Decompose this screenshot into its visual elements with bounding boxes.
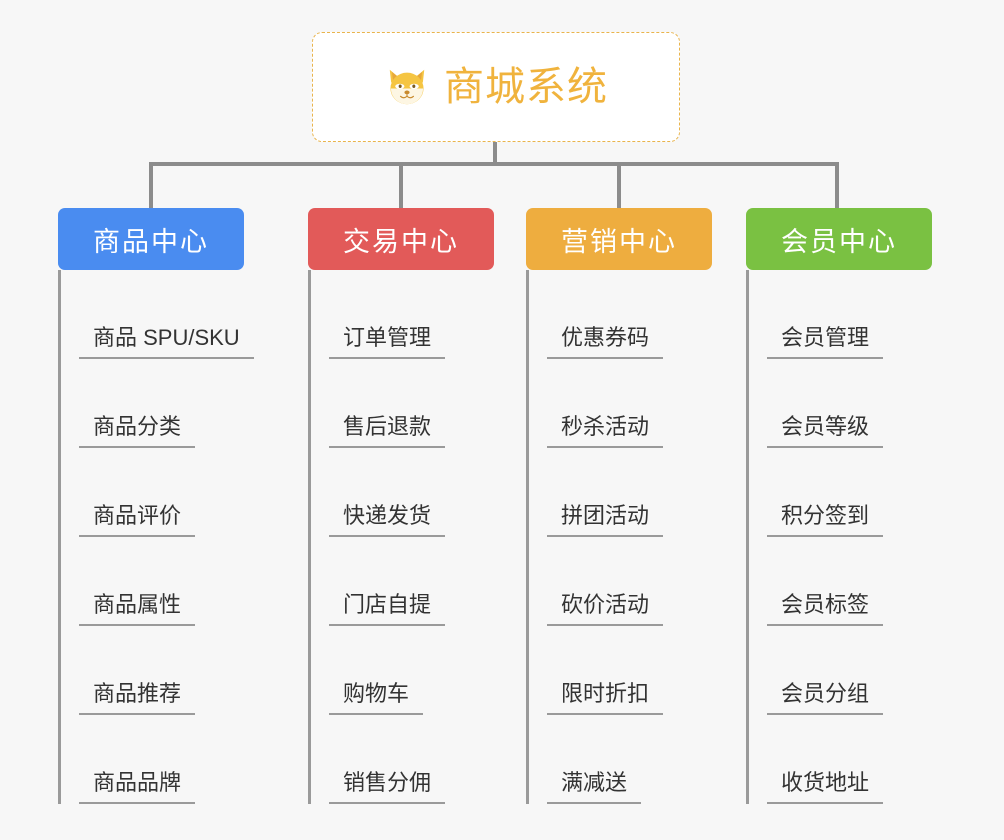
root-node-mall-system[interactable]: 商城系统 bbox=[312, 32, 680, 142]
leaf-label: 会员等级 bbox=[767, 414, 884, 448]
leaf-item[interactable]: 商品 SPU/SKU bbox=[79, 270, 254, 359]
leaf-item[interactable]: 订单管理 bbox=[329, 270, 494, 359]
leaf-label: 砍价活动 bbox=[547, 592, 664, 626]
leaf-item[interactable]: 积分签到 bbox=[767, 448, 932, 537]
leaf-label: 订单管理 bbox=[329, 325, 446, 359]
leaf-label: 商品 SPU/SKU bbox=[79, 325, 254, 359]
branch-header-member-center[interactable]: 会员中心 bbox=[746, 208, 932, 270]
connector-branch-vertical-3 bbox=[617, 162, 621, 210]
leaf-item[interactable]: 优惠券码 bbox=[547, 270, 712, 359]
leaf-label: 购物车 bbox=[329, 681, 424, 715]
leaf-label: 满减送 bbox=[547, 770, 642, 804]
leaf-item[interactable]: 收货地址 bbox=[767, 715, 932, 804]
leaf-label: 限时折扣 bbox=[547, 681, 664, 715]
leaf-item[interactable]: 商品分类 bbox=[79, 359, 244, 448]
leaf-item[interactable]: 商品品牌 bbox=[79, 715, 244, 804]
leaf-list-marketing-center: 优惠券码 秒杀活动 拼团活动 砍价活动 限时折扣 满减送 bbox=[526, 270, 712, 804]
leaf-label: 拼团活动 bbox=[547, 503, 664, 537]
leaf-item[interactable]: 购物车 bbox=[329, 626, 494, 715]
leaf-item[interactable]: 会员分组 bbox=[767, 626, 932, 715]
leaf-label: 商品分类 bbox=[79, 414, 196, 448]
leaf-item[interactable]: 销售分佣 bbox=[329, 715, 494, 804]
leaf-item[interactable]: 商品推荐 bbox=[79, 626, 244, 715]
leaf-item[interactable]: 会员管理 bbox=[767, 270, 932, 359]
leaf-label: 会员管理 bbox=[767, 325, 884, 359]
leaf-list-trade-center: 订单管理 售后退款 快递发货 门店自提 购物车 销售分佣 bbox=[308, 270, 494, 804]
root-title: 商城系统 bbox=[444, 65, 608, 109]
leaf-label: 商品属性 bbox=[79, 592, 196, 626]
leaf-item[interactable]: 快递发货 bbox=[329, 448, 494, 537]
leaf-label: 优惠券码 bbox=[547, 325, 664, 359]
leaf-label: 会员分组 bbox=[767, 681, 884, 715]
leaf-label: 售后退款 bbox=[329, 414, 446, 448]
branch-column-product-center: 商品中心 商品 SPU/SKU 商品分类 商品评价 商品属性 商品推荐 商品品牌 bbox=[58, 208, 254, 804]
leaf-item[interactable]: 满减送 bbox=[547, 715, 712, 804]
branch-header-marketing-center[interactable]: 营销中心 bbox=[526, 208, 712, 270]
leaf-item[interactable]: 商品属性 bbox=[79, 537, 244, 626]
leaf-label: 秒杀活动 bbox=[547, 414, 664, 448]
leaf-item[interactable]: 秒杀活动 bbox=[547, 359, 712, 448]
leaf-list-member-center: 会员管理 会员等级 积分签到 会员标签 会员分组 收货地址 bbox=[746, 270, 932, 804]
connector-branch-vertical-1 bbox=[149, 162, 153, 210]
connector-branch-vertical-2 bbox=[399, 162, 403, 210]
leaf-label: 积分签到 bbox=[767, 503, 884, 537]
leaf-label: 快递发货 bbox=[329, 503, 446, 537]
leaf-item[interactable]: 限时折扣 bbox=[547, 626, 712, 715]
connector-horizontal-bus bbox=[149, 162, 839, 166]
leaf-item[interactable]: 售后退款 bbox=[329, 359, 494, 448]
leaf-item[interactable]: 砍价活动 bbox=[547, 537, 712, 626]
leaf-label: 会员标签 bbox=[767, 592, 884, 626]
leaf-label: 门店自提 bbox=[329, 592, 446, 626]
leaf-label: 收货地址 bbox=[767, 770, 884, 804]
leaf-item[interactable]: 商品评价 bbox=[79, 448, 244, 537]
leaf-label: 商品推荐 bbox=[79, 681, 196, 715]
branch-column-marketing-center: 营销中心 优惠券码 秒杀活动 拼团活动 砍价活动 限时折扣 满减送 bbox=[526, 208, 712, 804]
shiba-dog-face-icon bbox=[389, 69, 425, 105]
leaf-item[interactable]: 会员等级 bbox=[767, 359, 932, 448]
leaf-label: 商品评价 bbox=[79, 503, 196, 537]
connector-root-vertical bbox=[493, 142, 497, 165]
branch-header-trade-center[interactable]: 交易中心 bbox=[308, 208, 494, 270]
leaf-item[interactable]: 会员标签 bbox=[767, 537, 932, 626]
leaf-item[interactable]: 拼团活动 bbox=[547, 448, 712, 537]
branch-column-trade-center: 交易中心 订单管理 售后退款 快递发货 门店自提 购物车 销售分佣 bbox=[308, 208, 494, 804]
connector-branch-vertical-4 bbox=[835, 162, 839, 210]
leaf-list-product-center: 商品 SPU/SKU 商品分类 商品评价 商品属性 商品推荐 商品品牌 bbox=[58, 270, 254, 804]
leaf-label: 商品品牌 bbox=[79, 770, 196, 804]
branch-header-product-center[interactable]: 商品中心 bbox=[58, 208, 244, 270]
leaf-item[interactable]: 门店自提 bbox=[329, 537, 494, 626]
leaf-label: 销售分佣 bbox=[329, 770, 446, 804]
branch-column-member-center: 会员中心 会员管理 会员等级 积分签到 会员标签 会员分组 收货地址 bbox=[746, 208, 932, 804]
